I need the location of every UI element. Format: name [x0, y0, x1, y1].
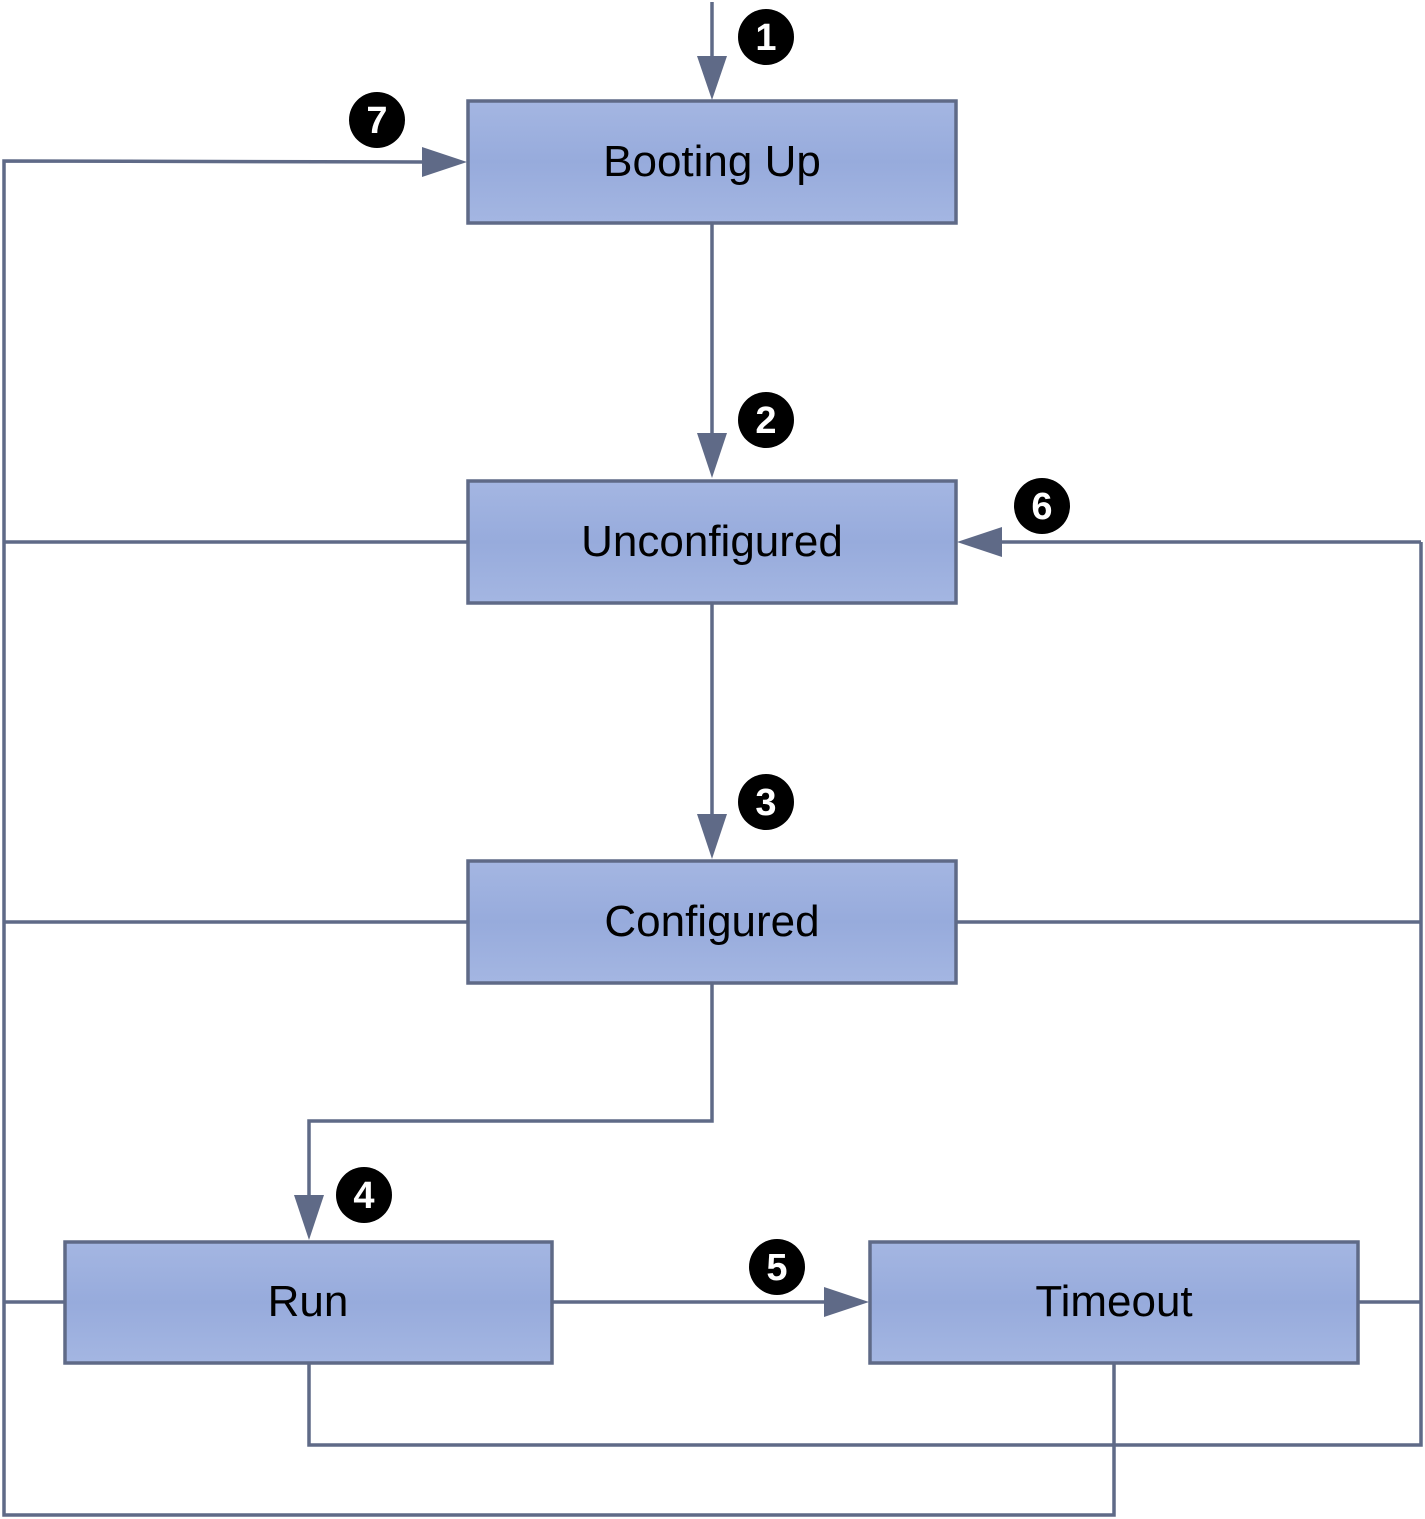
arrowhead-configured [697, 814, 727, 859]
svg-text:5: 5 [766, 1247, 787, 1289]
svg-text:7: 7 [366, 100, 387, 142]
badge-2: 2 [738, 392, 794, 448]
svg-text:1: 1 [755, 17, 776, 59]
state-run[interactable]: Run [63, 1240, 554, 1365]
badge-6: 6 [1014, 478, 1070, 534]
badge-4: 4 [336, 1167, 392, 1223]
state-configured[interactable]: Configured [466, 859, 958, 985]
state-run-label: Run [268, 1277, 349, 1326]
state-booting-up-label: Booting Up [603, 137, 821, 186]
arrowhead-run [294, 1195, 324, 1240]
badge-7: 7 [349, 92, 405, 148]
state-configured-label: Configured [604, 897, 819, 946]
arrowhead-entry [697, 56, 727, 100]
state-timeout-label: Timeout [1035, 1277, 1192, 1326]
arrowhead-booting-up-left [422, 147, 467, 177]
arrowhead-unconfigured [697, 433, 727, 478]
state-unconfigured-label: Unconfigured [581, 517, 843, 566]
svg-text:2: 2 [755, 400, 776, 442]
arrowhead-unconfigured-right [957, 527, 1002, 557]
edge-configured-to-run [307, 983, 714, 1197]
badge-1: 1 [738, 9, 794, 65]
svg-text:3: 3 [755, 782, 776, 824]
state-booting-up[interactable]: Booting Up [466, 99, 958, 225]
badge-5: 5 [749, 1239, 805, 1295]
arrowhead-timeout [824, 1287, 869, 1317]
edge-right-bus [307, 542, 1423, 1447]
svg-text:6: 6 [1031, 486, 1052, 528]
state-timeout[interactable]: Timeout [868, 1240, 1360, 1365]
state-unconfigured[interactable]: Unconfigured [466, 479, 958, 605]
svg-text:4: 4 [353, 1175, 374, 1217]
edge-left-bus [2, 159, 1116, 1517]
badge-3: 3 [738, 774, 794, 830]
